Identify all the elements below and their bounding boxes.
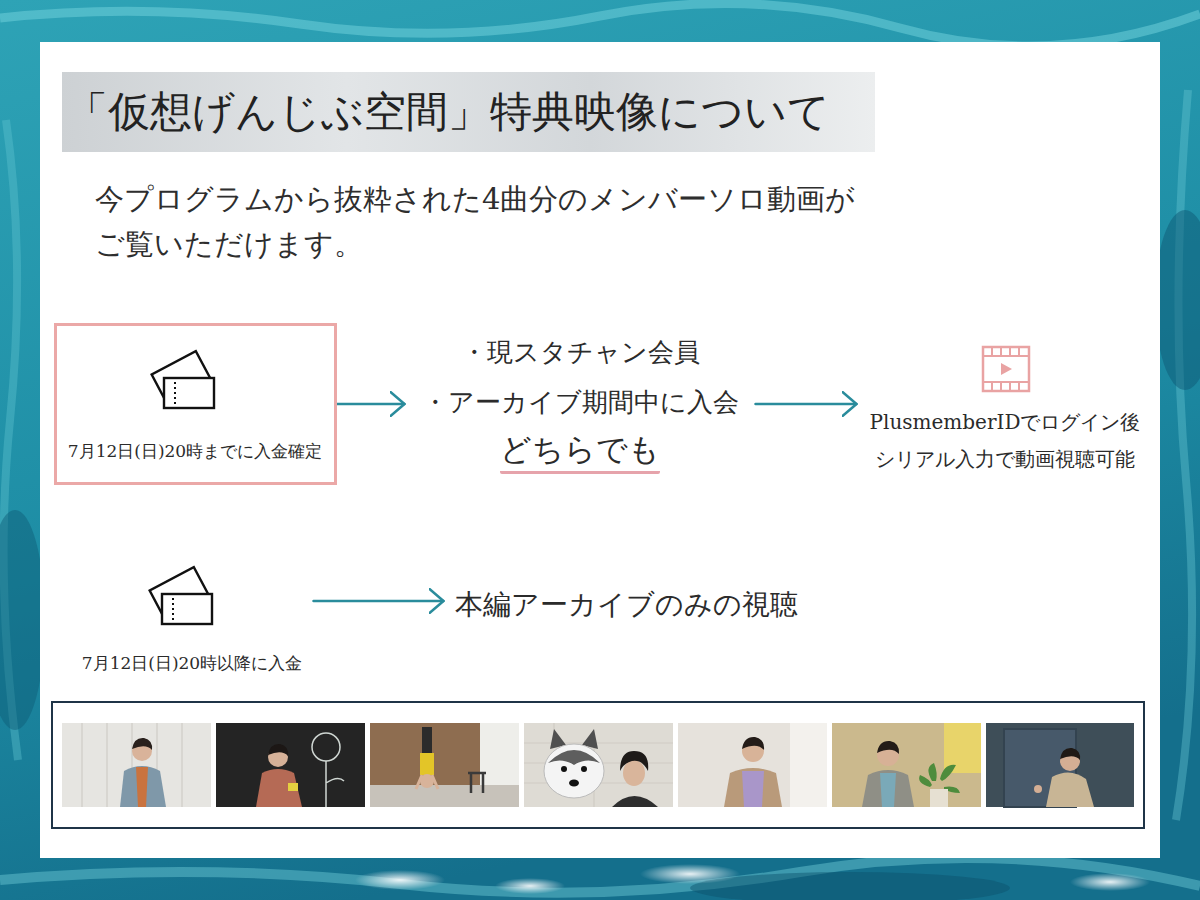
person-legs (422, 727, 432, 755)
flow-arrow (337, 403, 405, 406)
person-jacket (1046, 772, 1094, 807)
ticket-icon (152, 351, 214, 408)
white-panel (40, 42, 1160, 858)
photo-ground (216, 723, 365, 807)
plant-leaves (919, 763, 960, 793)
plush-nose (569, 780, 579, 787)
window-light (480, 723, 519, 785)
wall-planks (82, 723, 182, 807)
water-ripple (0, 4, 1200, 47)
person-hair (742, 737, 764, 750)
node-text: PlusmemberIDでログイン後 シリアル入力で動画視聴可能 (870, 404, 1141, 478)
held-object (288, 783, 298, 791)
stool (468, 773, 486, 793)
person-hair (877, 741, 899, 754)
water-sparkle (640, 864, 740, 884)
photo-ground (678, 723, 827, 807)
water-ripple (0, 858, 1200, 893)
flow-arrow (314, 600, 444, 603)
emphasis-text: どちらでも (500, 427, 660, 474)
water-shadow (1155, 210, 1200, 390)
thumbnail-frame (52, 702, 1144, 828)
chalk-flower (312, 733, 340, 761)
person-hair (620, 751, 648, 771)
water-sparkle (355, 870, 445, 890)
person-arms (416, 775, 438, 789)
thumbnail-photo (62, 723, 211, 807)
photo-ground (524, 723, 673, 807)
thumbnail-photo (370, 723, 519, 807)
payment-step: 7月12日(日)20時以降に入金 (71, 566, 314, 679)
ticket-perforation (174, 382, 176, 406)
photo-ground (832, 723, 981, 807)
result-step: 本編アーカイブのみの視聴 (444, 579, 809, 630)
window-light (790, 723, 827, 807)
water-shadow (0, 510, 45, 730)
person-body (612, 796, 658, 807)
result-step: PlusmemberIDでログイン後 シリアル入力で動画視聴可能 (857, 340, 1154, 484)
ticket-perforation (172, 598, 174, 622)
video-icon (983, 347, 1029, 391)
brick-lines (524, 723, 673, 807)
ticket-front (162, 594, 212, 624)
plush-head (544, 744, 604, 798)
thumbnail-photo (986, 723, 1134, 807)
plush-mask (548, 750, 600, 765)
thumbnail-photo (678, 723, 827, 807)
water-sparkle (1070, 873, 1150, 891)
ticket-icon (150, 567, 212, 624)
person-shirt (136, 767, 148, 807)
water-sparkle (495, 878, 565, 894)
person-jacket (256, 769, 302, 807)
plant-pot (930, 789, 948, 807)
thumbnail-photo (524, 723, 673, 807)
photo-ground (986, 723, 1134, 807)
person-face (623, 760, 645, 786)
plush-eye (581, 766, 587, 772)
person-hair (132, 738, 152, 750)
water-ripple (1176, 90, 1192, 820)
person-hair (1060, 748, 1080, 760)
person-shirt (880, 773, 896, 807)
film-sprockets (983, 347, 1029, 391)
photo-ground (62, 723, 211, 807)
person-jacket (862, 770, 914, 807)
person-jacket (724, 768, 782, 807)
person-shirt (742, 771, 764, 807)
person-hand (1034, 785, 1042, 793)
film-frame (983, 347, 1029, 391)
node-text: 本編アーカイブのみの視聴 (455, 585, 798, 624)
floor (370, 785, 519, 807)
page-title: 「仮想げんじぶ空間」特典映像について (62, 72, 875, 152)
intro-text: 今プログラムから抜粋された4曲分のメンバーソロ動画が ご覧いただけます。 (95, 177, 855, 267)
photo-ground (370, 723, 519, 807)
ticket-front (164, 378, 214, 408)
thumbnail-photo (832, 723, 981, 807)
node-text: ・アーカイブ期間中に入会 (422, 377, 739, 427)
condition-group: ・現スタチャン会員・アーカイブ期間中に入会どちらでも (405, 327, 756, 480)
chalk-stem (326, 761, 344, 807)
person-hair (268, 744, 288, 756)
play-triangle (1001, 363, 1012, 375)
node-text: 7月12日(日)20時以降に入金 (82, 651, 302, 675)
node-text: 7月12日(日)20時までに入金確定 (68, 439, 322, 463)
payment-box: 7月12日(日)20時までに入金確定 (54, 323, 337, 485)
plush-eye (561, 766, 567, 772)
person-body (420, 753, 434, 775)
thumbnail-photo (216, 723, 365, 807)
flow-arrow (756, 403, 857, 406)
person-jacket (120, 766, 166, 807)
node-text: ・現スタチャン会員 (461, 327, 700, 377)
